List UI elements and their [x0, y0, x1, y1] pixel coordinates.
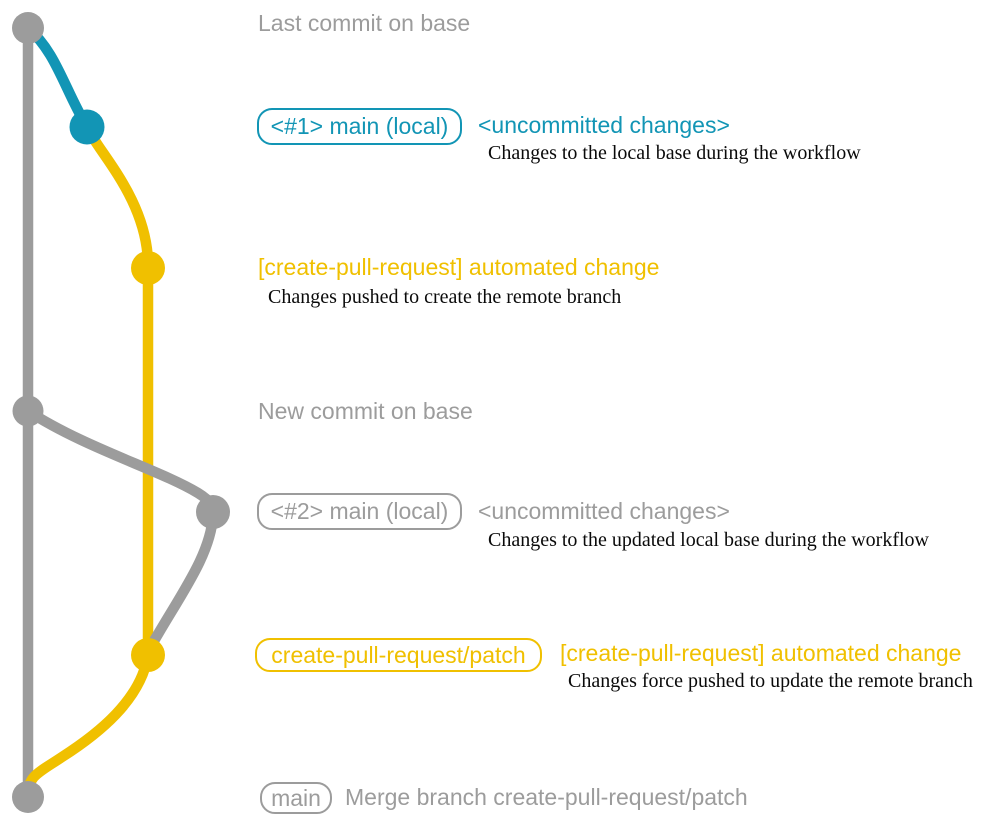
branch-badge-label: main — [271, 784, 321, 811]
branch-badge-label: <#1> main (local) — [270, 113, 449, 139]
branch-badge-label: <#2> main (local) — [270, 498, 449, 524]
title-uncommitted-changes-1: <uncommitted changes> — [478, 112, 730, 138]
patch-branch-line — [81, 121, 154, 661]
description-force-push-update-branch: Changes force pushed to update the remot… — [568, 670, 973, 692]
commit-node-local-main-1 — [69, 109, 105, 145]
branch-badge-patch: create-pull-request/patch — [255, 638, 542, 672]
updated-local-main-curve — [22, 405, 219, 654]
label-last-commit-on-base: Last commit on base — [258, 10, 471, 36]
commit-node-last-base — [12, 12, 44, 44]
description-updated-local-base-changes: Changes to the updated local base during… — [488, 529, 929, 551]
commit-node-patch-2 — [131, 638, 165, 672]
branch-badge-main-local-1: <#1> main (local) — [257, 108, 462, 145]
branch-badge-main: main — [260, 782, 332, 814]
title-automated-change-1: [create-pull-request] automated change — [258, 254, 660, 280]
title-automated-change-2: [create-pull-request] automated change — [560, 640, 962, 666]
title-uncommitted-changes-2: <uncommitted changes> — [478, 498, 730, 524]
commit-node-merge — [12, 781, 44, 813]
merge-curve — [22, 649, 154, 801]
description-push-create-branch: Changes pushed to create the remote bran… — [268, 286, 622, 308]
branch-badge-main-local-2: <#2> main (local) — [257, 493, 462, 530]
branch-badge-label: create-pull-request/patch — [271, 641, 526, 668]
commit-node-patch-1 — [131, 251, 165, 285]
description-local-base-changes: Changes to the local base during the wor… — [488, 142, 861, 164]
label-new-commit-on-base: New commit on base — [258, 398, 473, 424]
commit-node-new-base — [12, 395, 44, 427]
label-merge-branch: Merge branch create-pull-request/patch — [345, 784, 748, 810]
commit-node-local-main-2 — [196, 495, 230, 529]
